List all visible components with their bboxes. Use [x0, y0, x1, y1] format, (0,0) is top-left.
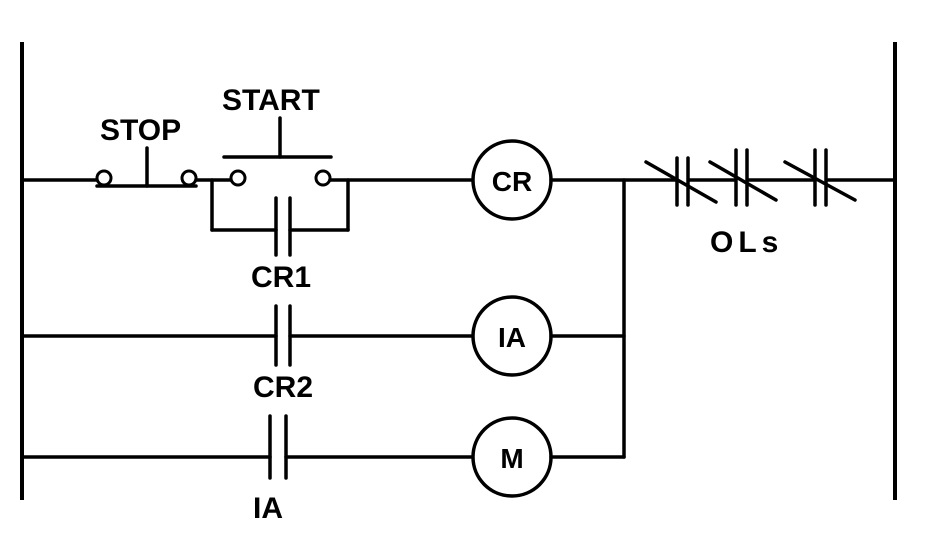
stop-terminal-right — [180, 169, 198, 187]
ol-2-slash — [708, 160, 778, 202]
m-coil-label: M — [500, 443, 523, 474]
cr1-label: CR1 — [251, 261, 311, 294]
cr2-label: CR2 — [253, 371, 313, 404]
stop-pushbutton — [95, 146, 198, 188]
start-label: START — [222, 84, 320, 117]
stop-terminal-left — [95, 169, 113, 187]
seal-in-branch — [210, 178, 350, 257]
ol-1-slash — [644, 160, 718, 204]
rung-3: IA M — [20, 414, 626, 525]
ol-gap-1 — [677, 166, 687, 194]
rung-1: STOP START CR1 CR — [20, 84, 897, 294]
ia-contact-label: IA — [253, 492, 283, 525]
start-terminal-left — [229, 169, 247, 187]
ol-3-slash — [783, 160, 857, 202]
stop-label: STOP — [100, 114, 181, 147]
rung-2: CR2 IA — [20, 295, 626, 404]
cr-coil-label: CR — [492, 166, 532, 197]
start-terminal-right — [314, 169, 332, 187]
start-pushbutton — [222, 116, 333, 187]
ia-coil-label: IA — [498, 322, 526, 353]
overload-contacts — [644, 148, 857, 207]
overloads-label: OLs — [710, 226, 783, 259]
